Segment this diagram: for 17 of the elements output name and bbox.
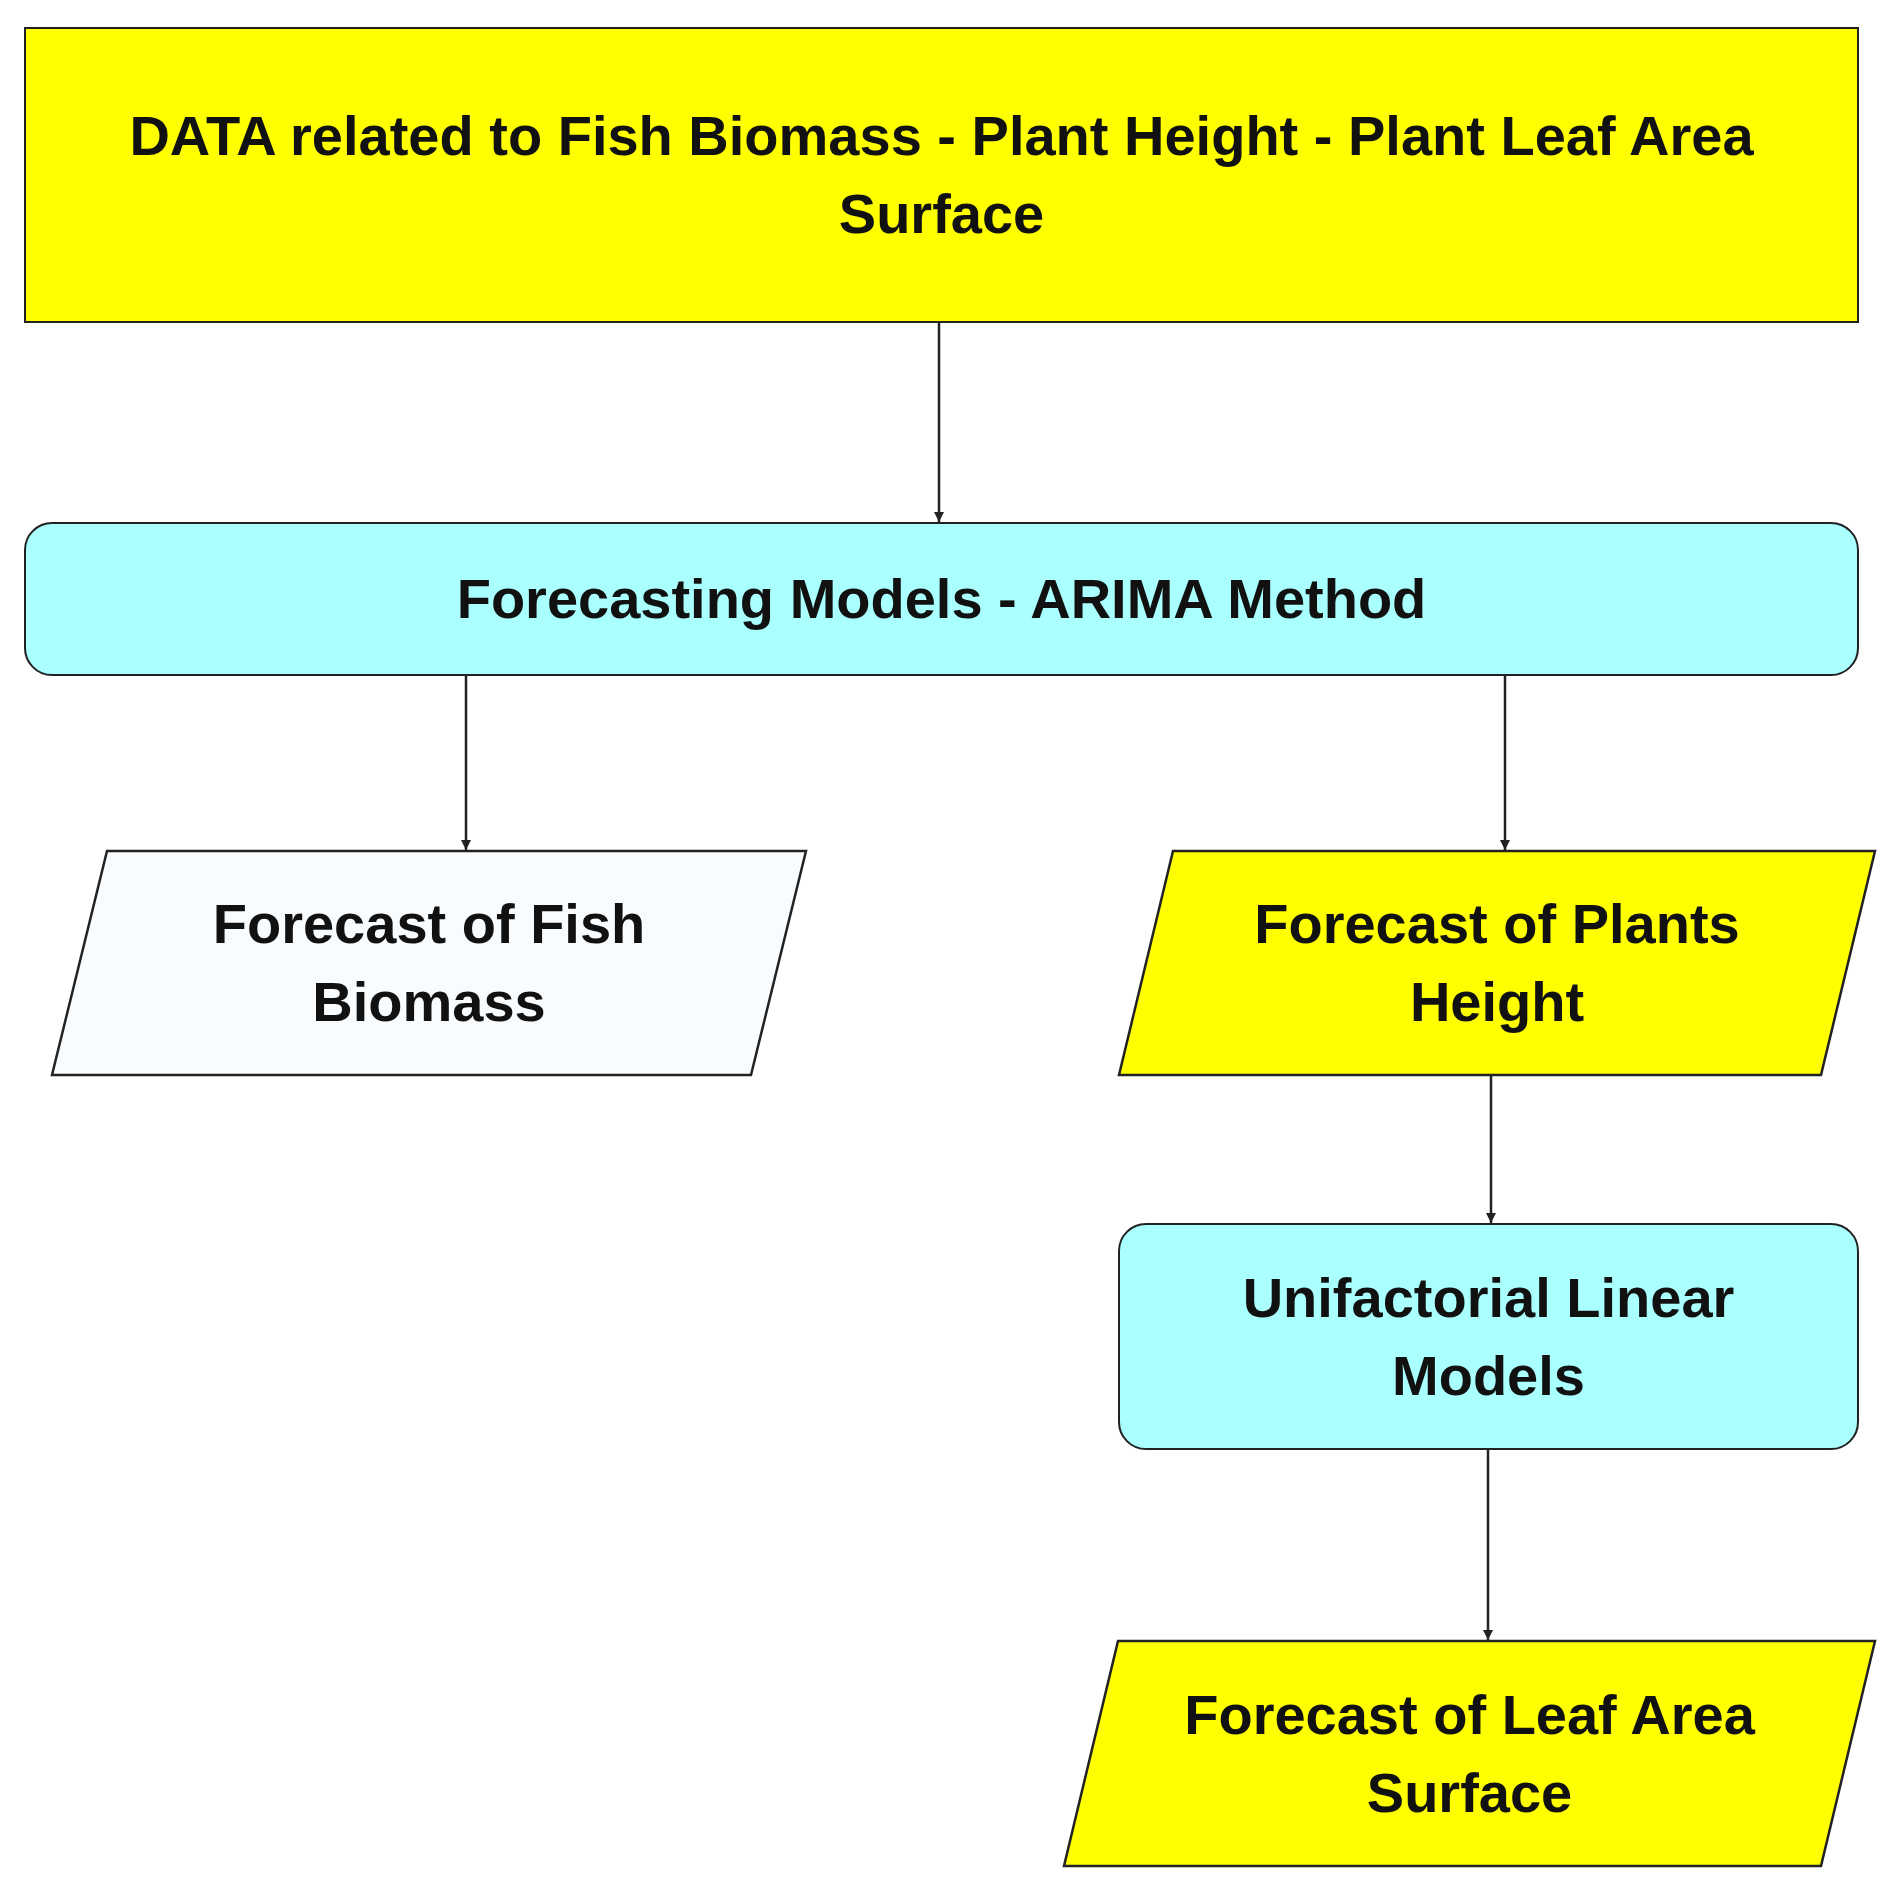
node-label: DATA related to Fish Biomass - Plant Height - Plant Leaf Area Surface [128, 103, 1755, 247]
arrow [934, 323, 944, 522]
output-parallelogram [51, 850, 807, 1076]
node-label: Forecast of Leaf Area Surface [1183, 1681, 1757, 1826]
output-parallelogram [1063, 1640, 1876, 1867]
arrow [1486, 1076, 1496, 1223]
arrow [1500, 676, 1510, 850]
node-label: Forecast of Fish Biomass [211, 891, 647, 1035]
data-box [24, 27, 1859, 323]
node-label: Forecast of Plants Height [1253, 891, 1741, 1035]
arrow [1483, 1450, 1493, 1640]
process-box [24, 522, 1859, 676]
arrow [461, 676, 471, 850]
node-label: Forecasting Models - ARIMA Method [455, 566, 1428, 632]
node-label: Unifactorial Linear Models [1241, 1264, 1736, 1409]
output-parallelogram [1118, 850, 1876, 1076]
process-box [1118, 1223, 1859, 1450]
